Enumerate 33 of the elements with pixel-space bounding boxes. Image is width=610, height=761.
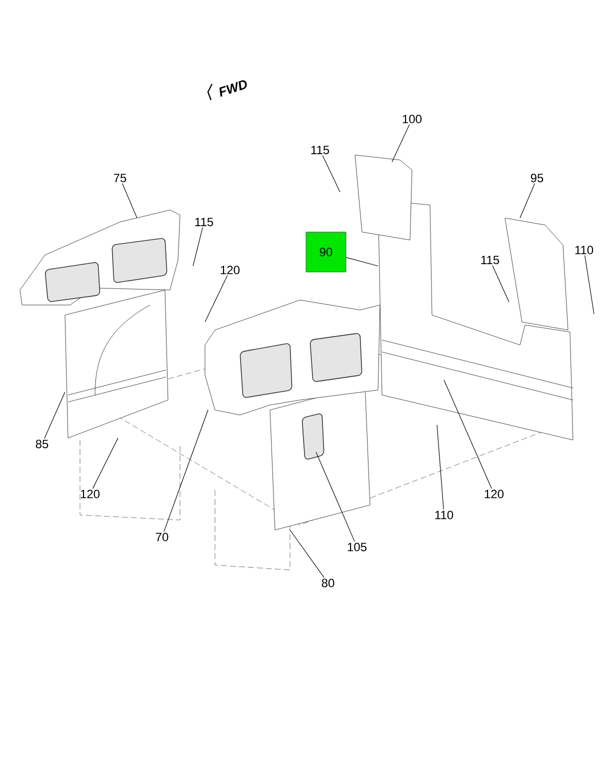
leader-line xyxy=(520,183,535,218)
leader-line xyxy=(346,257,378,266)
callout-number: 85 xyxy=(36,440,48,448)
callout-number: 105 xyxy=(348,542,366,552)
leader-line xyxy=(584,255,594,314)
leader-line xyxy=(192,227,203,266)
callout-box: 90 xyxy=(306,232,346,272)
callout-number: 110 xyxy=(435,510,454,520)
leader-line xyxy=(122,183,138,218)
callout-number: 75 xyxy=(114,174,126,182)
leader-line xyxy=(164,410,208,532)
callout-number: 115 xyxy=(481,256,500,264)
callout-number: 70 xyxy=(156,532,168,542)
leader-line xyxy=(392,124,410,162)
leader-line xyxy=(290,530,324,578)
callout-number: 110 xyxy=(575,246,594,254)
leader-line xyxy=(492,265,510,302)
callout-number: 100 xyxy=(402,114,422,124)
callout-number: 120 xyxy=(484,490,504,498)
callout-number: 80 xyxy=(322,578,334,588)
leader-line xyxy=(436,424,444,510)
callout-number: 120 xyxy=(80,490,100,498)
leader-line xyxy=(444,380,492,489)
callout-number: 120 xyxy=(220,266,240,274)
callout-number: 115 xyxy=(195,218,214,226)
leader-line xyxy=(92,438,118,489)
leader-line xyxy=(44,392,66,439)
callout-number: 115 xyxy=(311,146,330,154)
leader-line xyxy=(322,155,340,192)
callout-number: 95 xyxy=(530,174,544,182)
direction-label: FWD xyxy=(219,80,247,97)
leader-line xyxy=(316,452,355,542)
leader-line xyxy=(204,275,228,322)
